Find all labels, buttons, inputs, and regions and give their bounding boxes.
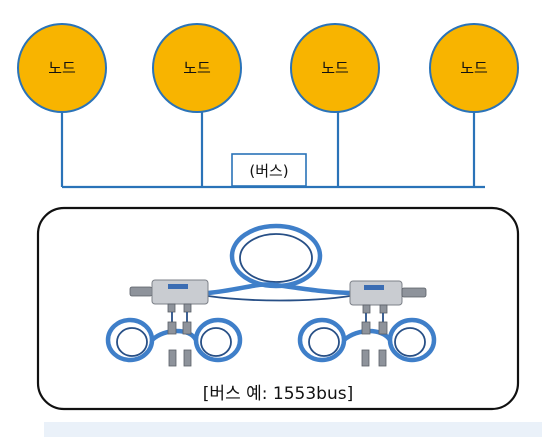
left-coupler bbox=[129, 279, 209, 313]
left-connector-stub bbox=[129, 286, 153, 297]
right-stub-cables bbox=[297, 313, 437, 367]
left-coil-1-inner bbox=[116, 327, 148, 357]
node-circle bbox=[17, 23, 107, 113]
node-circle bbox=[152, 23, 242, 113]
right-coil-2-inner bbox=[394, 327, 426, 357]
left-coupler-body bbox=[151, 279, 209, 305]
bus-label-box bbox=[231, 153, 307, 187]
left-coil-2-inner bbox=[200, 327, 232, 357]
left-coil-center bbox=[150, 328, 199, 342]
center-cable bbox=[207, 282, 351, 296]
node-1: 노드 bbox=[17, 23, 107, 113]
center-cable-2 bbox=[207, 295, 351, 302]
node-label: 노드 bbox=[183, 59, 211, 77]
bus-label: (버스) bbox=[249, 162, 288, 180]
right-coupler-label bbox=[364, 285, 384, 290]
right-coil-1-inner bbox=[308, 327, 340, 357]
node-label: 노드 bbox=[321, 59, 349, 77]
node-4: 노드 bbox=[429, 23, 519, 113]
right-connector-b bbox=[378, 321, 388, 335]
right-coupler-port-2 bbox=[379, 304, 388, 314]
node-3: 노드 bbox=[290, 23, 380, 113]
left-connector-c bbox=[168, 349, 177, 367]
right-connector-stub bbox=[401, 287, 427, 298]
bus-cable-illustration bbox=[105, 223, 437, 367]
node-circle bbox=[429, 23, 519, 113]
node-label: 노드 bbox=[48, 59, 76, 77]
right-coupler-port-1 bbox=[362, 304, 371, 314]
left-connector-d bbox=[183, 349, 192, 367]
node-2: 노드 bbox=[152, 23, 242, 113]
left-connector-b bbox=[182, 321, 192, 335]
top-cable-coil-inner bbox=[239, 233, 313, 283]
node-label: 노드 bbox=[460, 59, 488, 77]
right-coupler-body bbox=[349, 280, 403, 306]
example-box bbox=[36, 206, 520, 411]
right-connector-d bbox=[378, 349, 387, 367]
left-coupler-port-2 bbox=[183, 303, 192, 313]
bus-example-panel: [버스 예: 1553bus] bbox=[36, 206, 520, 411]
left-coupler-label bbox=[168, 284, 188, 289]
right-connector-a bbox=[361, 321, 371, 335]
right-connector-c bbox=[361, 349, 370, 367]
node-circle bbox=[290, 23, 380, 113]
left-connector-a bbox=[167, 321, 177, 335]
bus-lines bbox=[60, 112, 485, 189]
left-stub-cables bbox=[105, 312, 243, 367]
right-coupler bbox=[349, 280, 427, 314]
bottom-strip bbox=[44, 422, 542, 437]
left-coupler-port-1 bbox=[167, 303, 176, 313]
example-caption: [버스 예: 1553bus] bbox=[203, 384, 353, 404]
bus-label-group: (버스) bbox=[231, 153, 307, 187]
